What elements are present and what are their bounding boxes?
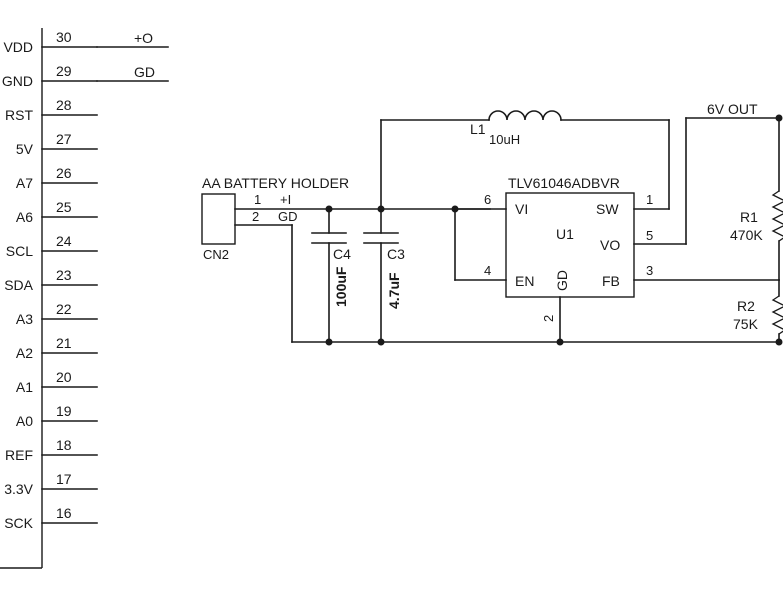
r2-zigzag	[771, 295, 783, 335]
c3-value: 4.7uF	[386, 272, 402, 309]
output-network: 6V OUT R1 470K R2 75K	[633, 101, 783, 343]
header-pin-name: SCL	[6, 243, 33, 259]
c4-ref: C4	[333, 246, 351, 262]
r2-ref: R2	[737, 298, 755, 314]
ic-part-number: TLV61046ADBVR	[508, 175, 620, 191]
battery-pin1-name: +I	[280, 192, 291, 207]
header-pin-number: 23	[56, 267, 72, 283]
ground-rail	[291, 338, 783, 346]
ic-pin-vo-name: VO	[600, 237, 620, 253]
ic-pin-vi-num: 6	[484, 192, 491, 207]
ic-body	[505, 192, 635, 298]
battery-body	[201, 193, 236, 245]
r1-ref: R1	[740, 209, 758, 225]
ic-pin-vo-num: 5	[646, 228, 653, 243]
header-pin-name: A7	[16, 175, 33, 191]
battery-title: AA BATTERY HOLDER	[202, 175, 349, 191]
header-pin-number: 26	[56, 165, 72, 181]
ic-pin-en-num: 4	[484, 263, 491, 278]
ic-pin-fb-num: 3	[646, 263, 653, 278]
capacitor-c3: C3 4.7uF	[363, 208, 405, 343]
battery-holder: AA BATTERY HOLDER CN2 1 +I 2 GD	[201, 175, 349, 343]
inductor-ref: L1	[470, 121, 486, 137]
header-pin-number: 21	[56, 335, 72, 351]
header-pin-number: 22	[56, 301, 72, 317]
junction-c4-bottom	[325, 338, 333, 346]
header-pin-number: 24	[56, 233, 72, 249]
header-pin-number: 20	[56, 369, 72, 385]
header-pin-number: 28	[56, 97, 72, 113]
header-pin-name: A1	[16, 379, 33, 395]
inductor-coil	[488, 110, 562, 121]
header-pin-number: 17	[56, 471, 72, 487]
ic-u1: TLV61046ADBVR U1 6 VI 4 EN 1 SW 5 VO 3 F…	[454, 175, 653, 343]
junction-c3-bottom	[377, 338, 385, 346]
header-pin-name: SCK	[4, 515, 33, 531]
header-pin-name: A6	[16, 209, 33, 225]
header-pin-name: GND	[2, 73, 33, 89]
capacitor-c4: C4 100uF	[311, 208, 351, 343]
header-pin-name: SDA	[4, 277, 33, 293]
input-rail	[325, 205, 507, 281]
r1-value: 470K	[730, 227, 763, 243]
inductor-l1: L1 10uH	[380, 110, 670, 210]
c4-value: 100uF	[333, 266, 349, 307]
header-pin-number: 27	[56, 131, 72, 147]
ic-pin-sw-name: SW	[596, 201, 619, 217]
header-pin-name: 3.3V	[4, 481, 33, 497]
header-pin-number: 25	[56, 199, 72, 215]
header-pin-number: 16	[56, 505, 72, 521]
r1-zigzag	[771, 190, 783, 242]
header-pin-number: 19	[56, 403, 72, 419]
ic-pin-gd-name: GD	[554, 270, 570, 291]
junction-r2-ground	[775, 338, 783, 346]
header-pin-name: REF	[5, 447, 33, 463]
ic-ref: U1	[556, 226, 574, 242]
header-pin-name: VDD	[3, 39, 33, 55]
header-pin-number: 18	[56, 437, 72, 453]
header-pin-name: 5V	[16, 141, 34, 157]
ic-pin-sw-num: 1	[646, 192, 653, 207]
output-label: 6V OUT	[707, 101, 758, 117]
battery-pin1-num: 1	[254, 192, 261, 207]
battery-pin2-name: GD	[278, 209, 298, 224]
ic-pin-en-name: EN	[515, 273, 534, 289]
inductor-value: 10uH	[489, 132, 520, 147]
net-label-gnd: GD	[134, 64, 155, 80]
header-pin-name: A3	[16, 311, 33, 327]
header-pin-number: 30	[56, 29, 72, 45]
header-pin-name: RST	[5, 107, 33, 123]
ic-pin-gd-num: 2	[541, 315, 556, 322]
c3-ref: C3	[387, 246, 405, 262]
net-label-vdd: +O	[134, 30, 153, 46]
ic-pin-vi-name: VI	[515, 201, 528, 217]
header-pin-name: A2	[16, 345, 33, 361]
junction-ic-ground	[556, 338, 564, 346]
battery-ref: CN2	[203, 247, 229, 262]
battery-pin2-num: 2	[252, 209, 259, 224]
ic-pin-fb-name: FB	[602, 273, 620, 289]
r2-value: 75K	[733, 316, 759, 332]
header-pin-number: 29	[56, 63, 72, 79]
header-pin-name: A0	[16, 413, 33, 429]
